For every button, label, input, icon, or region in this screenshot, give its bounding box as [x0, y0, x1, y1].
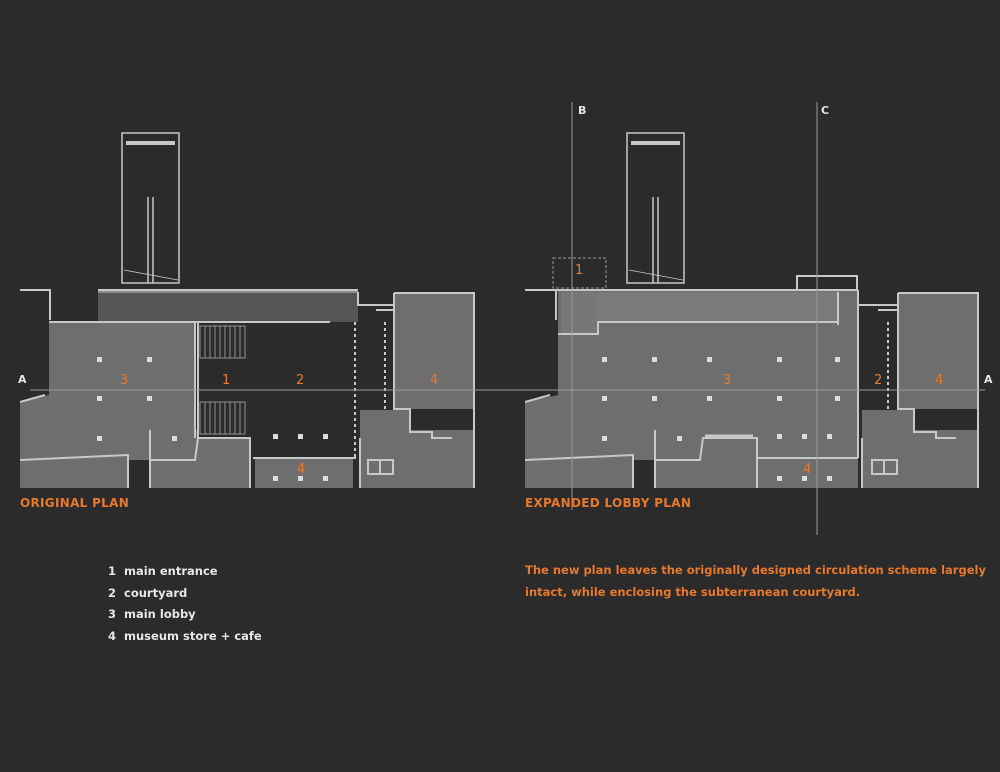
expanded-plan-title: EXPANDED LOBBY PLAN — [525, 496, 692, 510]
original-plan — [19, 132, 475, 488]
legend-item: 4 museum store + cafe — [108, 626, 262, 648]
original-tower — [121, 132, 180, 284]
plan-description: The new plan leaves the originally desig… — [525, 563, 986, 599]
expanded-tower — [626, 132, 685, 284]
legend-text: museum store + cafe — [124, 628, 262, 643]
legend-text: main lobby — [124, 607, 196, 621]
section-label-c: C — [821, 104, 829, 117]
expanded-label-courtyard: 2 — [874, 373, 882, 388]
expanded-label-store-bottom: 4 — [803, 462, 811, 477]
expanded-label-lobby: 3 — [723, 373, 731, 388]
legend-item: 2 courtyard — [108, 583, 262, 605]
original-label-lobby: 3 — [120, 373, 128, 388]
section-lines — [30, 102, 985, 535]
legend-number: 3 — [108, 607, 117, 621]
section-label-b: B — [578, 104, 586, 117]
expanded-walls — [524, 257, 979, 488]
original-columns — [97, 357, 328, 481]
legend-item: 3 main lobby — [108, 604, 262, 626]
legend-text: courtyard — [124, 585, 188, 600]
legend-item: 1 main entrance — [108, 561, 262, 583]
original-stairs — [199, 325, 246, 435]
expanded-plan — [524, 132, 979, 488]
legend-text: main entrance — [124, 564, 218, 578]
expanded-label-entrance: 1 — [575, 263, 583, 278]
original-label-courtyard: 2 — [296, 373, 304, 388]
section-label-a-left: A — [18, 373, 27, 386]
section-label-a-right: A — [984, 373, 993, 386]
original-label-store-bottom: 4 — [297, 462, 305, 477]
legend-number: 2 — [108, 585, 117, 600]
original-label-entrance: 1 — [222, 373, 230, 388]
expanded-label-store-right: 4 — [935, 373, 943, 388]
legend-number: 4 — [108, 628, 117, 643]
legend-number: 1 — [108, 564, 117, 578]
expanded-floor — [525, 290, 978, 488]
original-floor — [20, 290, 474, 488]
original-label-store-right: 4 — [430, 373, 438, 388]
original-plan-title: ORIGINAL PLAN — [20, 496, 130, 510]
expanded-columns — [602, 357, 840, 481]
